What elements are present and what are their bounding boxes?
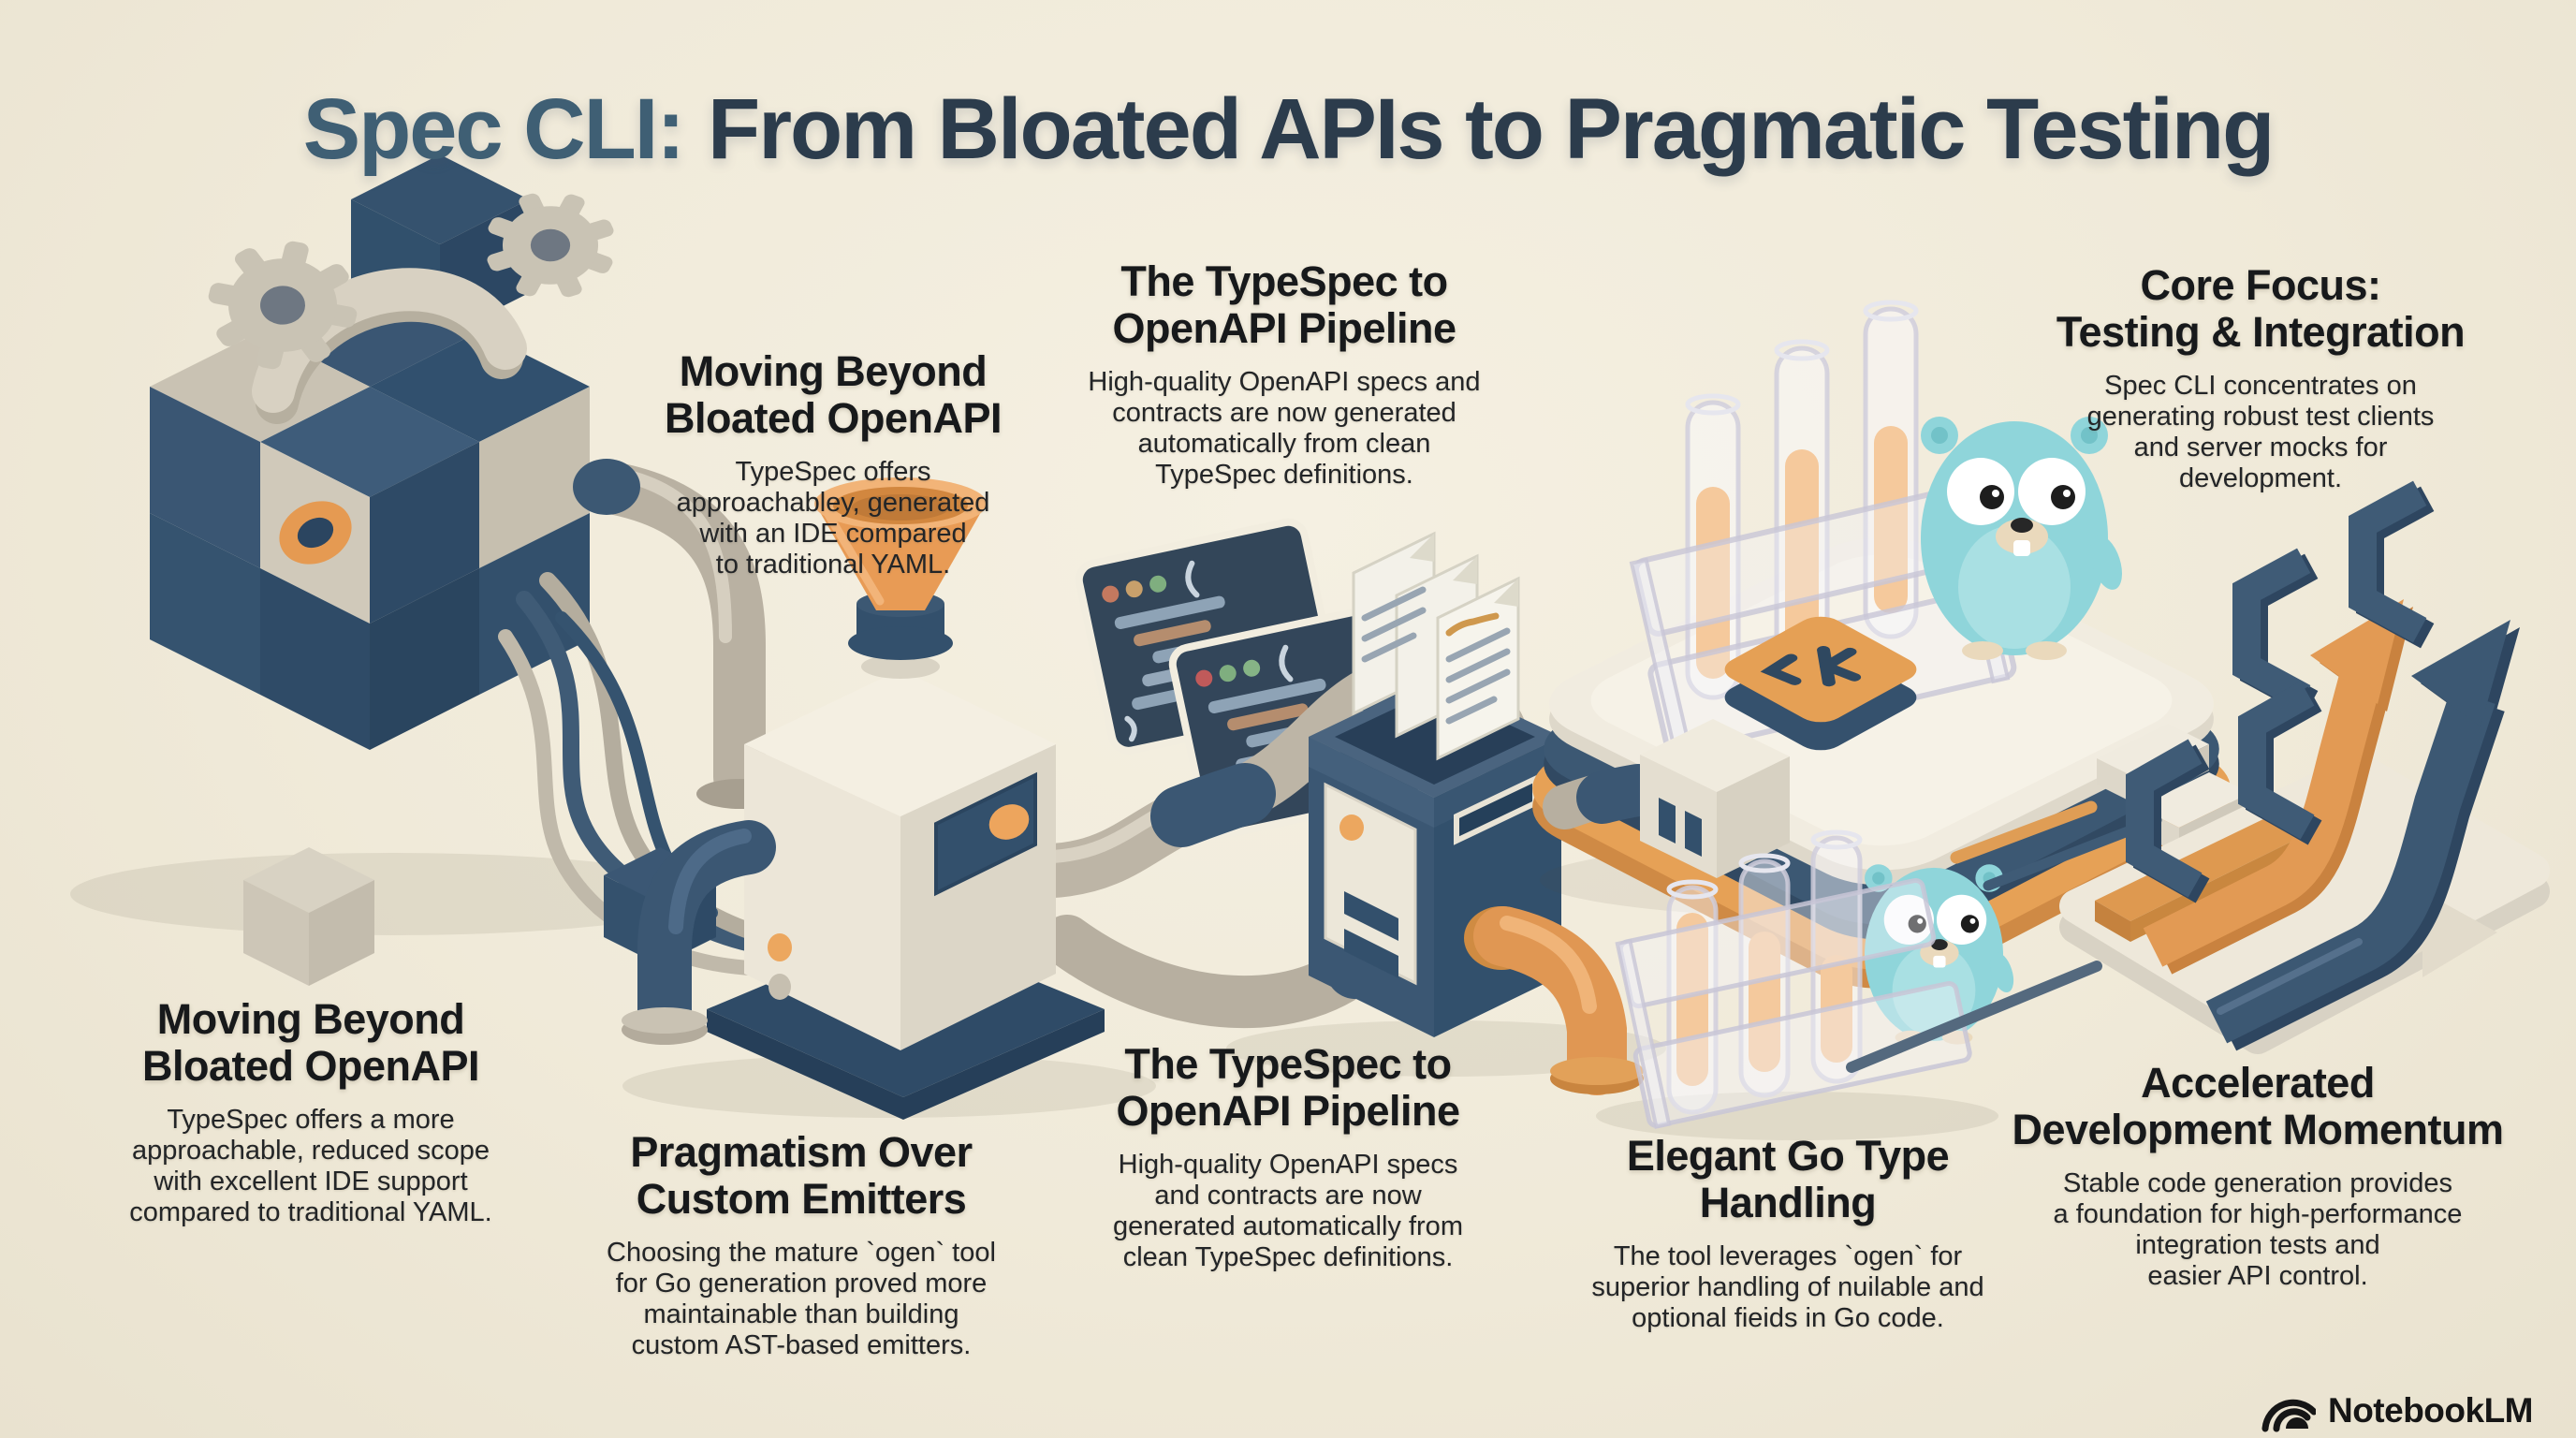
document-icon [1352,531,1520,761]
test-tube-icon [1685,300,1919,700]
section-heading: The TypeSpec to OpenAPI Pipeline [1116,1040,1460,1135]
section-body: High-quality OpenAPI specs and contracts… [1113,1150,1463,1273]
connector-box [1543,719,1790,878]
section-typespec-pipeline-bottom: The TypeSpec to OpenAPI Pipeline High-qu… [1007,1041,1569,1273]
section-heading: Pragmatism Over Custom Emitters [630,1128,973,1223]
section-body: TypeSpec offers a more approachable, red… [129,1105,492,1228]
page-title: Spec CLI:From Bloated APIs to Pragmatic … [0,81,2576,179]
section-heading: Core Focus: Testing & Integration [2056,261,2466,356]
section-body: Stable code generation provides a founda… [2053,1168,2463,1292]
test-tube-rack [1615,877,1972,1130]
section-heading: Moving Beyond Bloated OpenAPI [141,995,480,1090]
spec-generator-illustration [1226,531,1666,1095]
section-body: Choosing the mature `ogen` tool for Go g… [607,1238,996,1361]
growth-arrow-icon [2205,620,2520,1051]
funnel-icon [814,477,987,660]
section-body: High-quality OpenAPI specs and contracts… [1088,367,1481,491]
bracket-icon [2126,480,2435,903]
block-machine-illustration [70,154,842,986]
growth-arrow-icon [2143,599,2413,975]
section-typespec-pipeline-top: The TypeSpec to OpenAPI Pipeline High-qu… [1003,258,1565,491]
section-heading: The TypeSpec to OpenAPI Pipeline [1112,257,1456,352]
section-heading: Elegant Go Type Handling [1626,1132,1950,1226]
section-pragmatism: Pragmatism Over Custom Emitters Choosing… [502,1129,1101,1361]
code-button-icon [1724,616,1917,751]
section-body: The tool leverages `ogen` for superior h… [1591,1241,1984,1334]
watermark-brand: NotebookLM [2327,1391,2534,1430]
bottom-rack-illustration [1596,829,2018,1140]
title-accent: Spec CLI: [302,81,685,177]
section-moving-beyond-top: Moving Beyond Bloated OpenAPI TypeSpec o… [571,348,1095,580]
watermark: NotebookLM [2261,1389,2534,1432]
section-body: Spec CLI concentrates on generating robu… [2086,371,2435,494]
section-elegant-go-types: Elegant Go Type Handling The tool levera… [1507,1133,2069,1334]
section-body: TypeSpec offers approachabley, generated… [676,457,990,580]
port-ring-icon [279,501,352,565]
growth-arrows-illustration [1846,480,2550,1073]
section-heading: Accelerated Development Momentum [2012,1059,2504,1153]
indicator-light [768,933,792,961]
control-panel [934,771,1037,897]
section-heading: Moving Beyond Bloated OpenAPI [664,347,1003,442]
section-core-focus: Core Focus: Testing & Integration Spec C… [1970,262,2551,494]
title-main: From Bloated APIs to Pragmatic Testing [708,81,2275,177]
section-accelerated-momentum: Accelerated Development Momentum Stable … [1949,1060,2567,1292]
indicator-light [768,974,791,1000]
notebooklm-logo-icon [2261,1399,2316,1432]
section-moving-beyond-bottom: Moving Beyond Bloated OpenAPI TypeSpec o… [49,996,573,1228]
